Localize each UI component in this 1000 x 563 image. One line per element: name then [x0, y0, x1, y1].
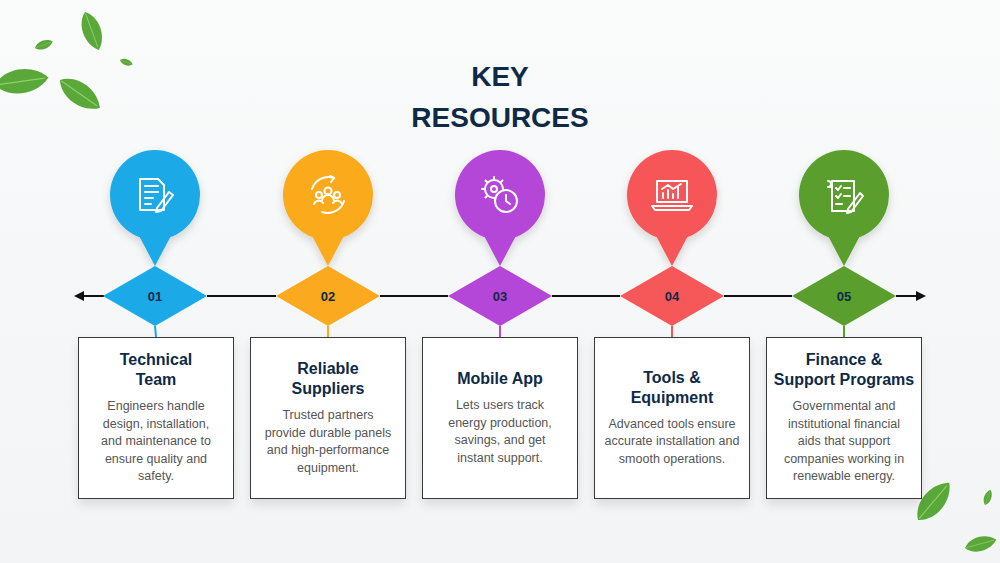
gear-clock-icon	[482, 177, 517, 212]
step-diamond: 05	[792, 266, 896, 326]
diamond-fill	[448, 266, 552, 326]
timeline-connector	[552, 295, 620, 297]
title: KEY RESOURCES	[390, 56, 610, 138]
resource-card: Technical TeamEngineers handle design, i…	[78, 337, 234, 499]
team-icon	[312, 176, 344, 213]
timeline-connector	[207, 295, 276, 297]
drop-connector	[671, 326, 673, 337]
pin-marker	[455, 150, 545, 266]
timeline-connector	[724, 295, 792, 297]
pin-marker	[283, 150, 373, 266]
checklist-icon	[828, 181, 863, 213]
card-body: Advanced tools ensure accurate installat…	[601, 416, 743, 469]
card-heading: Reliable Suppliers	[278, 359, 378, 399]
diamond-fill	[103, 266, 207, 326]
step-number: 01	[103, 266, 207, 326]
arrow-head	[74, 291, 84, 301]
card-heading: Mobile App	[457, 369, 543, 389]
diamond-fill	[620, 266, 724, 326]
step-diamond: 03	[448, 266, 552, 326]
card-body: Trusted partners provide durable panels …	[262, 407, 394, 477]
card-body: Governmental and institutional financial…	[780, 398, 908, 486]
card-body: Engineers handle design, installation, a…	[99, 398, 213, 486]
laptop-chart-icon	[652, 181, 692, 210]
step-number: 05	[792, 266, 896, 326]
document-icon	[140, 179, 173, 212]
leaf	[34, 38, 55, 52]
step-number: 02	[276, 266, 380, 326]
leaf	[982, 489, 994, 507]
drop-connector	[327, 326, 329, 337]
resource-card: Tools & EquipmentAdvanced tools ensure a…	[594, 337, 750, 499]
step-diamond: 01	[103, 266, 207, 326]
card-heading: Finance & Support Programs	[773, 350, 915, 390]
step-diamond: 02	[276, 266, 380, 326]
step-number: 04	[620, 266, 724, 326]
diamond-fill	[792, 266, 896, 326]
pin-marker	[110, 150, 200, 266]
drop-connector	[499, 326, 501, 337]
step-diamond: 04	[620, 266, 724, 326]
leaf	[963, 533, 998, 555]
resource-card: Reliable SuppliersTrusted partners provi…	[250, 337, 406, 499]
leaf	[0, 66, 50, 97]
leaf	[119, 57, 134, 67]
diamond-fill	[276, 266, 380, 326]
pin-marker	[627, 150, 717, 266]
arrow-head	[916, 291, 926, 301]
resource-card: Mobile AppLets users track energy produc…	[422, 337, 578, 499]
drop-connector	[843, 326, 845, 337]
leaf	[77, 9, 108, 53]
resource-card: Finance & Support ProgramsGovernmental a…	[766, 337, 922, 499]
pin-marker	[799, 150, 889, 266]
card-heading: Technical Team	[106, 350, 206, 390]
drop-connector	[155, 326, 156, 337]
card-heading: Tools & Equipment	[622, 368, 722, 408]
card-body: Lets users track energy production, savi…	[441, 397, 559, 467]
leaf	[54, 71, 106, 117]
step-number: 03	[448, 266, 552, 326]
timeline-connector	[380, 295, 448, 297]
